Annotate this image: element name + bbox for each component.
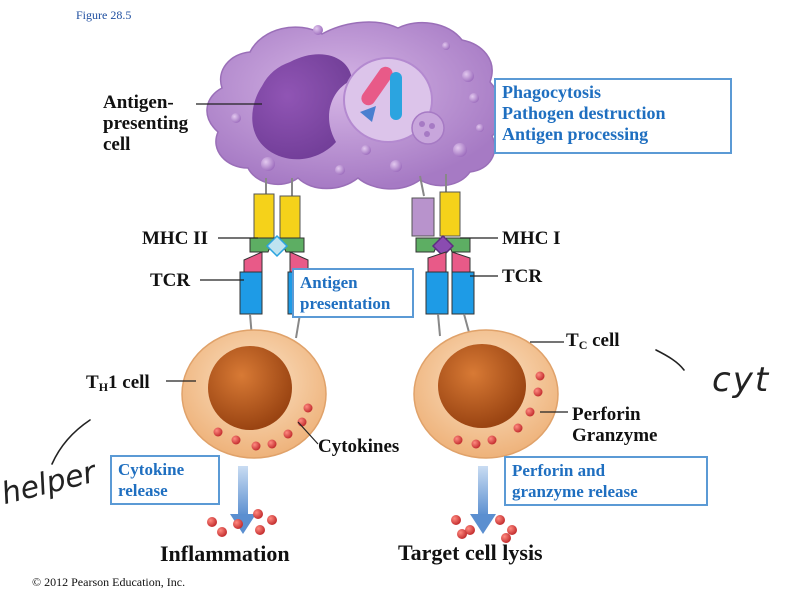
released-perforin-granzyme	[451, 515, 517, 543]
right-tcr-label: TCR	[502, 266, 543, 287]
apc-label: Antigen- presenting cell	[103, 92, 189, 155]
tc-cell	[413, 329, 559, 459]
antigen-presenting-cell	[206, 21, 504, 190]
handwritten-annotations	[51, 349, 685, 465]
cytokines-label: Cytokines	[318, 436, 400, 457]
antigen-presentation-box: Antigen presentation	[292, 268, 414, 318]
th1-cell	[181, 329, 327, 459]
mhc-i-tcr-complex	[411, 174, 475, 337]
copyright-notice: © 2012 Pearson Education, Inc.	[32, 575, 186, 589]
released-cytokines	[207, 509, 277, 537]
apc-functions-box: Phagocytosis Pathogen destruction Antige…	[494, 78, 732, 154]
perforin-granzyme-label: Perforin Granzyme	[572, 404, 658, 446]
mhc-ii-label: MHC II	[142, 228, 208, 249]
left-tcr-label: TCR	[150, 270, 191, 291]
mhc-i-label: MHC I	[502, 228, 561, 249]
inflammation-label: Inflammation	[160, 541, 290, 566]
th1-cell-label: TH1 cell	[86, 372, 150, 394]
leader-lines	[166, 103, 568, 445]
figure-label: Figure 28.5	[76, 8, 132, 22]
handwritten-cyt: cyt	[712, 360, 771, 400]
target-cell-lysis-label: Target cell lysis	[398, 540, 543, 565]
perforin-granzyme-release-box: Perforin and granzyme release	[504, 456, 708, 506]
cytokine-release-box: Cytokine release	[110, 455, 220, 505]
tc-cell-label: TC cell	[566, 330, 620, 352]
